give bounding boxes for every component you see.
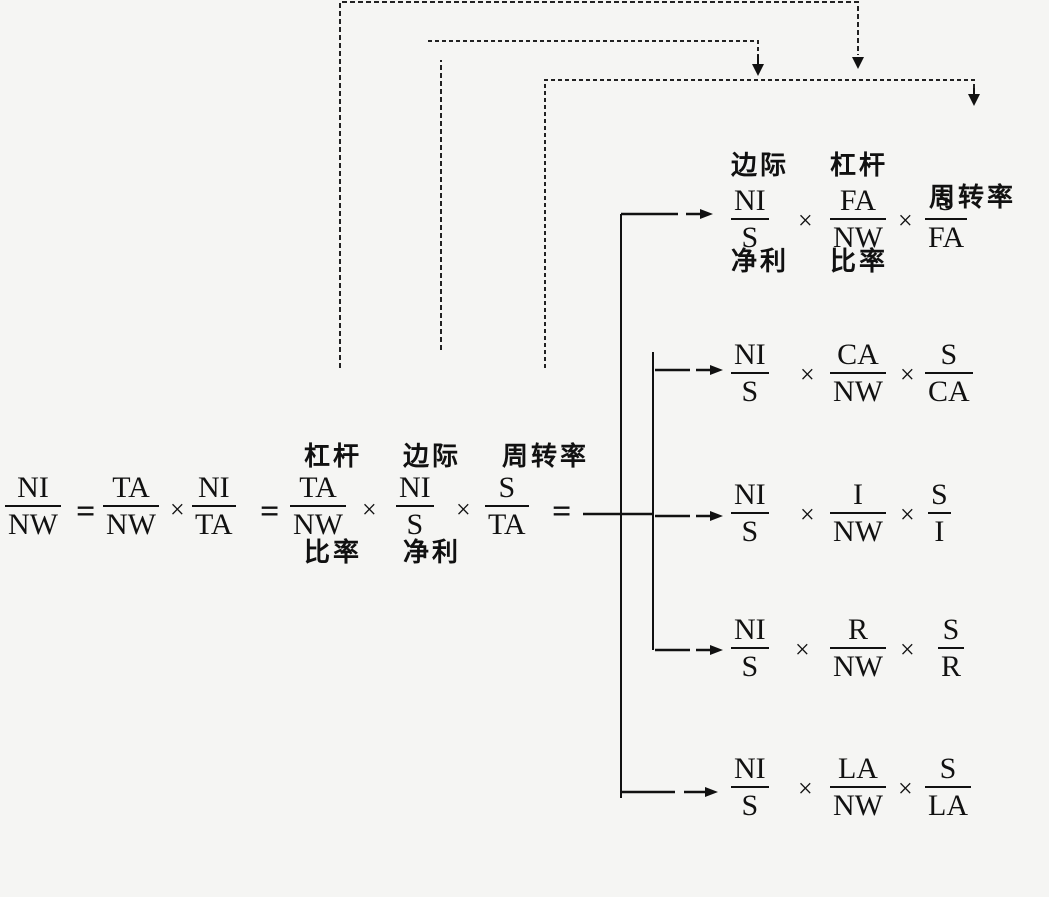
times-sign-2: × [362,495,377,524]
branch-arrow-3 [655,511,723,521]
equals-sign-2: = [260,493,280,530]
times-sign: × [898,206,913,235]
times-sign: × [800,500,815,529]
top-label-leverage: 杠杆 比率 [830,151,889,277]
times-sign: × [900,360,915,389]
arrowhead-top-margin [752,64,764,76]
leverage-connector [339,1,859,368]
times-sign: × [800,360,815,389]
top-label-turnover: 周转率 [929,183,1017,213]
times-sign: × [900,500,915,529]
turnover-connector [544,79,975,368]
times-sign: × [798,774,813,803]
label-turnover: 周转率 [502,442,590,472]
times-sign-1: × [170,495,185,524]
label-net-margin: 边际 净利 [403,442,462,568]
margin-connector-top [428,40,759,62]
times-sign: × [795,635,810,664]
equals-sign-1: = [76,493,96,530]
branch-arrow-5 [621,787,718,797]
arrowhead-top-turnover [968,94,980,106]
branch-arrow-4 [655,645,723,655]
branch-arrow-1 [621,209,713,219]
top-label-margin: 边际 净利 [731,151,790,277]
times-sign-3: × [456,495,471,524]
label-leverage-ratio: 杠杆 比率 [304,442,363,568]
times-sign: × [900,635,915,664]
times-sign: × [798,206,813,235]
arrowhead-top-leverage [852,57,864,69]
times-sign: × [898,774,913,803]
equals-sign-3: = [552,493,572,530]
branch-arrow-2 [655,365,723,375]
